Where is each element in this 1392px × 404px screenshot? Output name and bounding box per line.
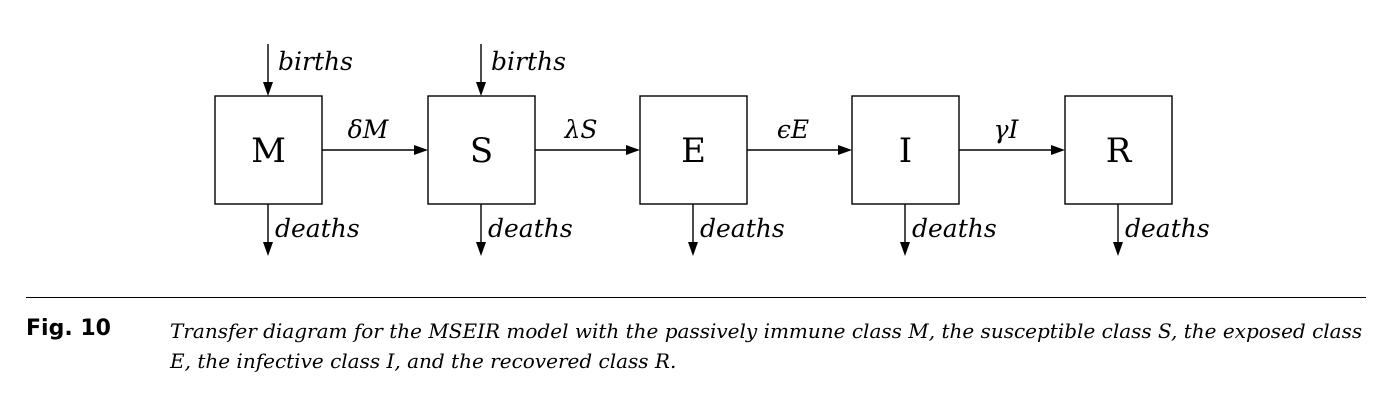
outflow-label: deaths	[275, 214, 360, 243]
arrowhead-icon	[414, 145, 428, 155]
arrowhead-icon	[263, 242, 273, 256]
flow-label: ϵE	[777, 115, 809, 144]
flow-S-to-E: λS	[535, 115, 640, 155]
mseir-transfer-diagram: M S E I R δM λS ϵE γI births	[214, 44, 1210, 256]
inflow-births-S: births	[476, 44, 566, 96]
flow-M-to-S: δM	[322, 115, 428, 155]
compartment-label-R: R	[1106, 131, 1133, 171]
arrowhead-icon	[688, 242, 698, 256]
compartment-label-I: I	[899, 131, 912, 171]
caption-text: Transfer diagram for the MSEIR model wit…	[170, 319, 1363, 373]
arrowhead-icon	[900, 242, 910, 256]
flow-label: δM	[348, 115, 390, 144]
arrowhead-icon	[476, 82, 486, 96]
compartment-E: E	[639, 95, 748, 205]
outflow-label: deaths	[912, 214, 997, 243]
arrowhead-icon	[838, 145, 852, 155]
compartment-S: S	[427, 95, 536, 205]
compartment-box	[214, 95, 323, 205]
flow-label: λS	[564, 115, 598, 144]
arrowhead-icon	[263, 82, 273, 96]
flow-label: γI	[994, 115, 1020, 144]
compartment-label-M: M	[251, 131, 286, 171]
compartment-box	[639, 95, 748, 205]
inflow-label: births	[491, 47, 566, 76]
outflow-label: deaths	[488, 214, 573, 243]
compartment-R: R	[1064, 95, 1173, 205]
compartment-label-S: S	[470, 131, 493, 171]
compartment-box	[427, 95, 536, 205]
inflow-label: births	[278, 47, 353, 76]
flow-I-to-R: γI	[959, 115, 1065, 155]
caption-rule	[26, 297, 1366, 298]
arrowhead-icon	[1051, 145, 1065, 155]
outflow-deaths-S: deaths	[476, 204, 573, 256]
outflow-label: deaths	[1125, 214, 1210, 243]
compartment-I: I	[851, 95, 960, 205]
arrowhead-icon	[476, 242, 486, 256]
figure-number: Fig. 10	[26, 316, 111, 341]
outflow-deaths-I: deaths	[900, 204, 997, 256]
compartment-M: M	[214, 95, 323, 205]
arrowhead-icon	[626, 145, 640, 155]
compartment-box	[851, 95, 960, 205]
compartment-label-E: E	[681, 131, 706, 171]
inflow-births-M: births	[263, 44, 353, 96]
outflow-deaths-R: deaths	[1113, 204, 1210, 256]
compartment-box	[1064, 95, 1173, 205]
arrowhead-icon	[1113, 242, 1123, 256]
flow-E-to-I: ϵE	[747, 115, 852, 155]
outflow-deaths-M: deaths	[263, 204, 360, 256]
outflow-deaths-E: deaths	[688, 204, 785, 256]
outflow-label: deaths	[700, 214, 785, 243]
